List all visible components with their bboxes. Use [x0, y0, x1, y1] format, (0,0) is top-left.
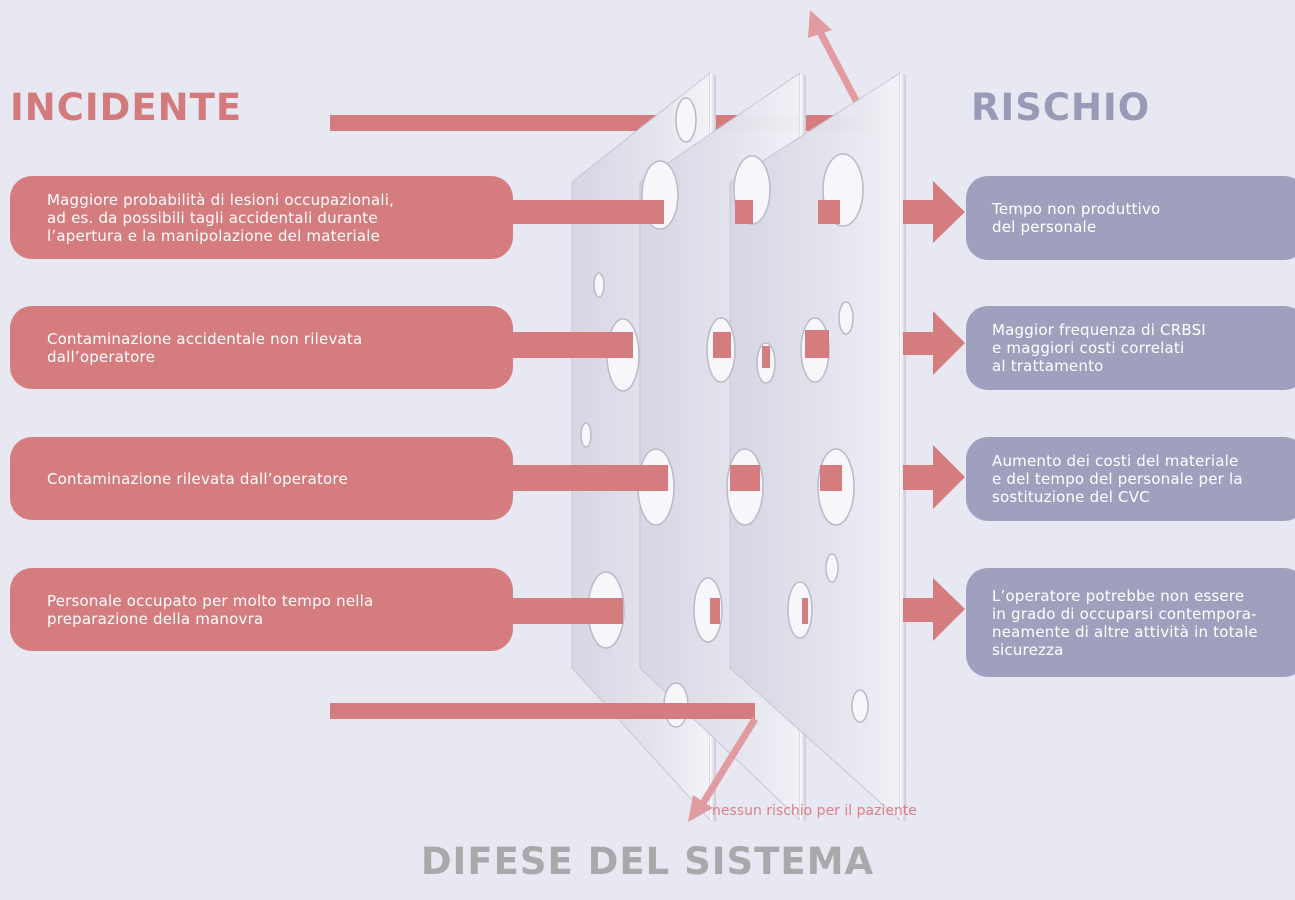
- risk-box: Maggior frequenza di CRBSI e maggiori co…: [966, 306, 1295, 390]
- difese-heading: DIFESE DEL SISTEMA: [420, 840, 875, 883]
- risk-text: Maggior frequenza di CRBSI e maggiori co…: [992, 321, 1206, 375]
- incident-box: Contaminazione rilevata dall’operatore: [10, 437, 513, 520]
- risk-text: L’operatore potrebbe non essere in grado…: [992, 586, 1258, 659]
- risk-arrows: [903, 181, 965, 641]
- risk-box: Tempo non produttivo del personale: [966, 176, 1295, 260]
- no-risk-caption: nessun rischio per il paziente: [712, 803, 917, 819]
- incident-box: Personale occupato per molto tempo nella…: [10, 568, 513, 651]
- incidente-heading: INCIDENTE: [10, 86, 243, 129]
- trajectory-bars: [513, 200, 842, 624]
- rischio-heading: RISCHIO: [971, 86, 1151, 129]
- incident-box: Maggiore probabilità di lesioni occupazi…: [10, 176, 513, 259]
- incident-text: Personale occupato per molto tempo nella…: [47, 591, 374, 628]
- incident-text: Contaminazione accidentale non rilevata …: [47, 329, 363, 366]
- risk-box: Aumento dei costi del materiale e del te…: [966, 437, 1295, 521]
- risk-text: Aumento dei costi del materiale e del te…: [992, 452, 1243, 506]
- bottom-arrow: [330, 703, 758, 822]
- defense-plate-3: [729, 72, 906, 822]
- incident-text: Contaminazione rilevata dall’operatore: [47, 469, 348, 488]
- risk-box: L’operatore potrebbe non essere in grado…: [966, 568, 1295, 677]
- risk-text: Tempo non produttivo del personale: [992, 200, 1161, 236]
- incident-text: Maggiore probabilità di lesioni occupazi…: [47, 190, 395, 245]
- incident-box: Contaminazione accidentale non rilevata …: [10, 306, 513, 389]
